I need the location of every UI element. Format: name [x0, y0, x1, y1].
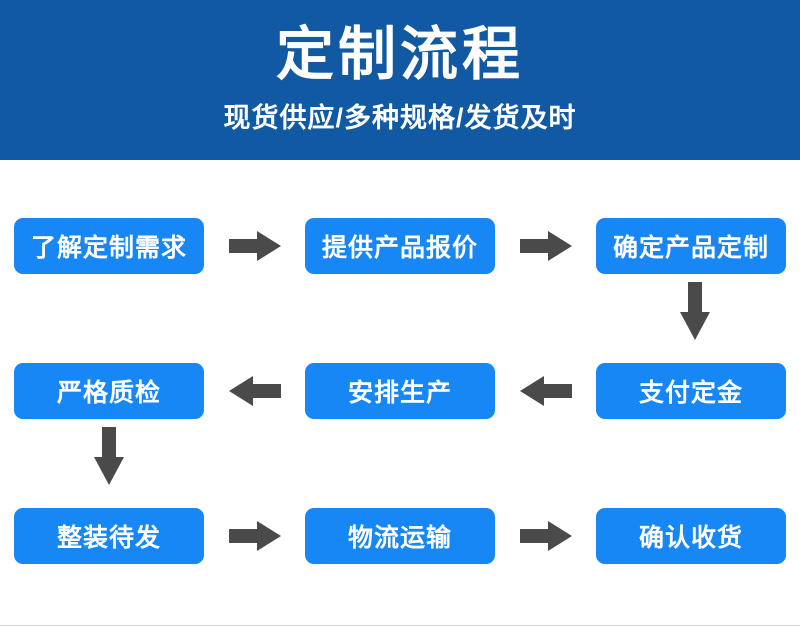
- flow-node-label: 确认收货: [638, 524, 743, 552]
- flow-row-1: 了解定制需求 提供产品报价 确定产品定制: [0, 218, 800, 274]
- flow-node-label: 严格质检: [56, 379, 161, 407]
- arrow-right-icon: [228, 231, 281, 261]
- flow-node-understand-requirements[interactable]: 了解定制需求: [14, 218, 204, 274]
- flow-node-confirm-customization[interactable]: 确定产品定制: [596, 218, 786, 274]
- arrow-head: [256, 231, 281, 261]
- arrow-shaft: [228, 529, 259, 543]
- row-3-connector-2: [495, 508, 596, 564]
- arrow-shaft: [541, 384, 572, 398]
- arrow-head: [228, 376, 253, 406]
- flow-node-pay-deposit[interactable]: 支付定金: [596, 363, 786, 419]
- flow-node-arrange-production[interactable]: 安排生产: [305, 363, 495, 419]
- arrow-head: [256, 521, 281, 551]
- arrow-left-icon: [519, 376, 572, 406]
- arrow-right-icon: [228, 521, 281, 551]
- banner-subtitle: 现货供应/多种规格/发货及时: [223, 102, 577, 133]
- flow-node-strict-inspection[interactable]: 严格质检: [14, 363, 204, 419]
- arrow-right-icon: [519, 231, 572, 261]
- arrow-shaft: [250, 384, 281, 398]
- flow-node-label: 物流运输: [347, 524, 452, 552]
- page-title: 定制流程: [275, 22, 524, 88]
- flow-node-label: 了解定制需求: [30, 234, 187, 262]
- flow-row-2: 严格质检 安排生产 支付定金: [0, 363, 800, 419]
- arrow-head: [547, 231, 572, 261]
- row-2-connector-2: [495, 363, 596, 419]
- flow-node-ready-for-shipment[interactable]: 整装待发: [14, 508, 204, 564]
- arrow-head: [519, 376, 544, 406]
- flow-node-confirm-receipt[interactable]: 确认收货: [596, 508, 786, 564]
- flow-node-label: 整装待发: [56, 524, 161, 552]
- flow-node-logistics-transport[interactable]: 物流运输: [305, 508, 495, 564]
- arrow-shaft: [688, 282, 702, 314]
- row-3-connector-1: [204, 508, 305, 564]
- row-1-connector-2: [495, 218, 596, 274]
- arrow-down-icon: [680, 282, 710, 340]
- flow-node-label: 安排生产: [347, 379, 452, 407]
- arrow-shaft: [519, 529, 550, 543]
- arrow-head: [547, 521, 572, 551]
- header-banner: 定制流程 现货供应/多种规格/发货及时: [0, 0, 800, 160]
- arrow-head: [680, 312, 710, 340]
- flow-node-provide-quotation[interactable]: 提供产品报价: [305, 218, 495, 274]
- flow-node-label: 支付定金: [638, 379, 743, 407]
- flow-node-label: 提供产品报价: [321, 234, 478, 262]
- arrow-shaft: [102, 427, 116, 459]
- arrow-left-icon: [228, 376, 281, 406]
- flow-node-label: 确定产品定制: [612, 234, 769, 262]
- flow-row-3: 整装待发 物流运输 确认收货: [0, 508, 800, 564]
- flowchart: 了解定制需求 提供产品报价 确定产品定制: [0, 160, 800, 626]
- arrow-shaft: [519, 239, 550, 253]
- arrow-shaft: [228, 239, 259, 253]
- arrow-right-icon: [519, 521, 572, 551]
- arrow-down-icon: [94, 427, 124, 485]
- row-1-connector-1: [204, 218, 305, 274]
- arrow-head: [94, 457, 124, 485]
- row-2-connector-1: [204, 363, 305, 419]
